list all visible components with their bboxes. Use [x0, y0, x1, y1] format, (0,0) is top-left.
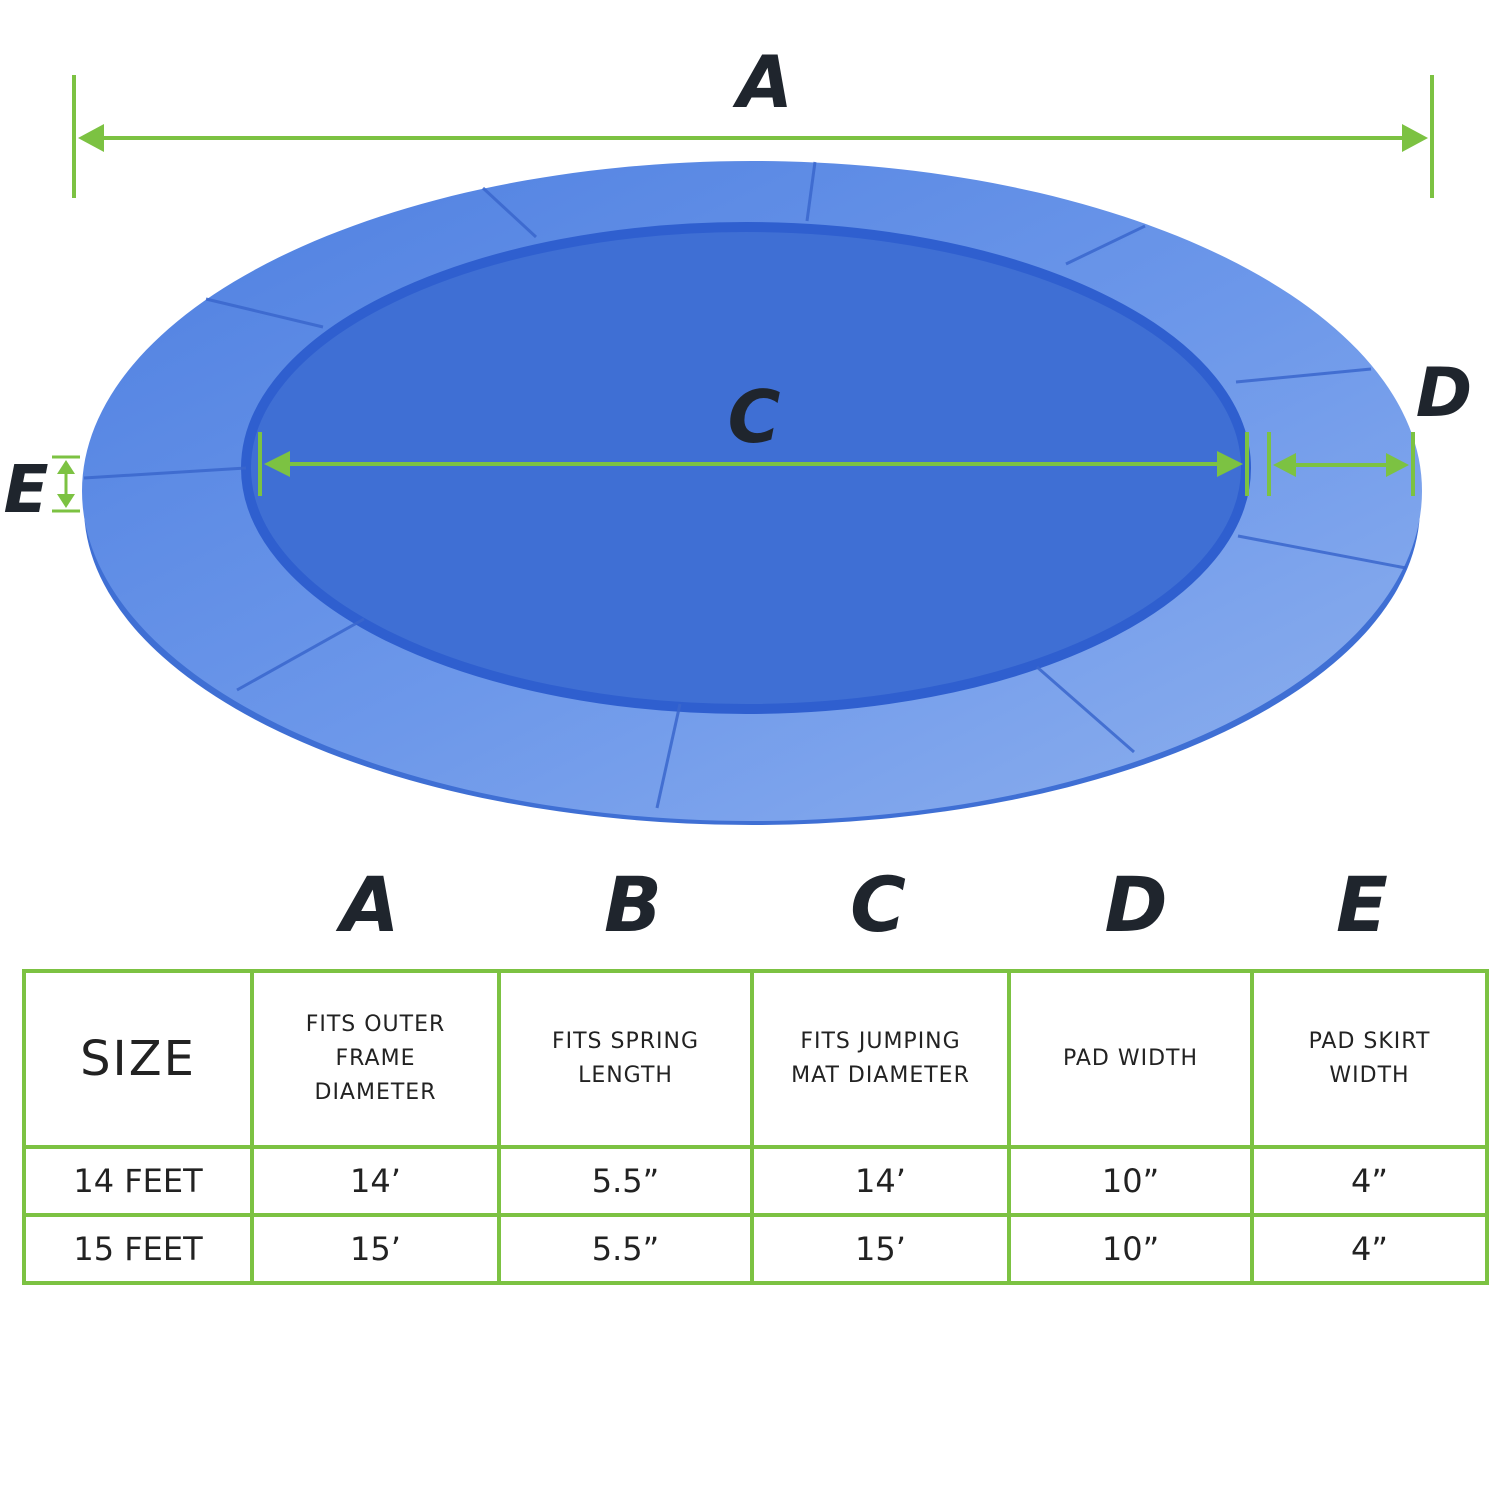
- cell-outer-frame-diameter: 15’: [250, 1213, 501, 1285]
- dimension-e-label: E: [3, 451, 48, 528]
- dimension-a-right-arrowhead: [1402, 124, 1428, 152]
- header-pad-skirt-width: PAD SKIRT WIDTH: [1250, 969, 1489, 1149]
- cell-jumping-mat-diameter: 14’: [750, 1145, 1011, 1217]
- dimension-d-label: D: [1416, 354, 1472, 433]
- cell-pad-skirt-width: 4”: [1250, 1213, 1489, 1285]
- dimension-e-bottom-arrowhead: [57, 494, 75, 508]
- column-letter-a: A: [340, 860, 400, 949]
- column-letter-b: B: [604, 860, 662, 949]
- header-outer-frame-diameter: FITS OUTER FRAME DIAMETER: [250, 969, 501, 1149]
- cell-jumping-mat-diameter: 15’: [750, 1213, 1011, 1285]
- dimension-e: [52, 455, 80, 513]
- table-row: 14 FEET 14’ 5.5” 14’ 10” 4”: [22, 1145, 1489, 1217]
- pad-ring: [82, 161, 1422, 825]
- dimension-c-label: C: [728, 375, 781, 459]
- cell-spring-length: 5.5”: [497, 1145, 754, 1217]
- dimension-a-left-arrowhead: [78, 124, 104, 152]
- cell-pad-width: 10”: [1007, 1145, 1254, 1217]
- dimension-d-right-arrowhead: [1386, 453, 1409, 477]
- dimension-e-top-arrowhead: [57, 460, 75, 474]
- table-header-row: SIZE FITS OUTER FRAME DIAMETER FITS SPRI…: [22, 969, 1489, 1149]
- dimension-d-left-arrowhead: [1273, 453, 1296, 477]
- cell-size: 15 FEET: [22, 1213, 254, 1285]
- dimension-a-label: A: [732, 40, 793, 124]
- header-spring-length: FITS SPRING LENGTH: [497, 969, 754, 1149]
- header-jumping-mat-diameter: FITS JUMPING MAT DIAMETER: [750, 969, 1011, 1149]
- dimension-c: [258, 432, 1249, 496]
- cell-pad-skirt-width: 4”: [1250, 1145, 1489, 1217]
- cell-outer-frame-diameter: 14’: [250, 1145, 501, 1217]
- dimension-c-right-arrowhead: [1217, 451, 1243, 477]
- cell-size: 14 FEET: [22, 1145, 254, 1217]
- column-letter-e: E: [1336, 860, 1388, 949]
- column-letter-d: D: [1104, 860, 1168, 949]
- column-letter-c: C: [850, 860, 906, 949]
- pad-top-surface: [82, 161, 1422, 821]
- header-size: SIZE: [22, 969, 254, 1149]
- table-row: 15 FEET 15’ 5.5” 15’ 10” 4”: [22, 1213, 1489, 1285]
- header-pad-width: PAD WIDTH: [1007, 969, 1254, 1149]
- trampoline-pad-diagram: A C D E: [3, 40, 1472, 825]
- dimension-d: [1267, 432, 1415, 496]
- dimension-a: [72, 75, 1434, 198]
- column-letters: A B C D E: [0, 860, 1500, 960]
- dimension-c-left-arrowhead: [264, 451, 290, 477]
- cell-spring-length: 5.5”: [497, 1213, 754, 1285]
- size-spec-table: SIZE FITS OUTER FRAME DIAMETER FITS SPRI…: [22, 969, 1489, 1285]
- pad-seams: [83, 161, 1407, 809]
- cell-pad-width: 10”: [1007, 1213, 1254, 1285]
